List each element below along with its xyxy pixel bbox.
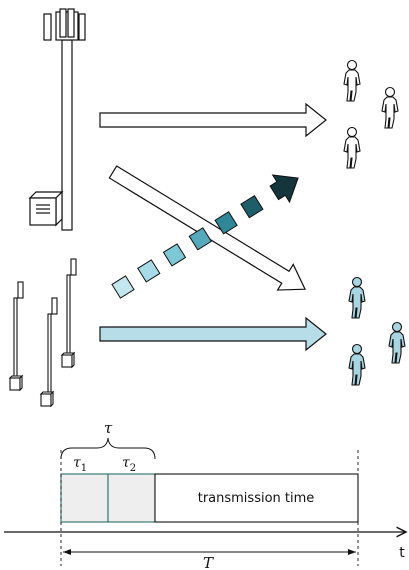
macro-users-group xyxy=(344,61,398,169)
equipment-cabinet-icon xyxy=(30,192,62,225)
small-cell-1 xyxy=(10,282,23,390)
dashed-arrow-segment xyxy=(112,276,134,298)
tower-mast xyxy=(62,40,72,230)
tower-antenna-right xyxy=(79,14,85,40)
small-cell-user-icon xyxy=(349,345,365,386)
macro-to-macro-users-arrow xyxy=(100,104,326,136)
macro-user-icon xyxy=(344,61,360,102)
tower-head xyxy=(56,12,78,40)
tau2-label: τ2 xyxy=(122,455,136,474)
small-cell-2 xyxy=(41,298,57,406)
tower-antenna-left xyxy=(44,14,51,40)
tau2-slot xyxy=(108,474,155,522)
tower-antenna-center-left xyxy=(60,9,66,37)
transmission-time-label: transmission time xyxy=(198,491,315,506)
tau1-slot xyxy=(61,474,108,522)
time-axis-label: t xyxy=(399,545,405,561)
dashed-arrow-segment xyxy=(241,196,263,218)
tau1-label: τ1 xyxy=(73,455,87,474)
period-label: T xyxy=(203,554,214,570)
macro-user-icon xyxy=(344,128,360,169)
small-cell-to-users-arrow xyxy=(100,318,326,350)
timing-diagram: τ τ1 τ2 transmission time t T xyxy=(4,419,406,570)
macro-base-station-icon xyxy=(30,9,85,230)
dashed-arrow-segment xyxy=(138,260,160,282)
dashed-arrow-segment xyxy=(163,244,185,266)
dashed-arrow-head xyxy=(266,164,307,206)
small-cell-base-stations-icon xyxy=(10,259,76,406)
tower-antenna-center-right xyxy=(68,9,74,37)
small-cell-users-group xyxy=(349,278,405,386)
small-cell-3 xyxy=(62,259,76,367)
tau-label: τ xyxy=(104,419,113,437)
small-cell-user-icon xyxy=(349,278,365,319)
small-cell-user-icon xyxy=(389,323,405,364)
macro-user-icon xyxy=(382,88,398,129)
